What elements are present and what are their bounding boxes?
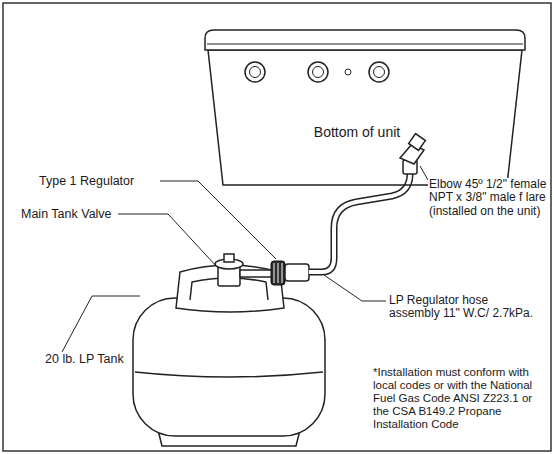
- tank-body: [133, 298, 325, 436]
- fitting-label: Elbow 45º 1/2" female NPT x 3/8" male f …: [428, 178, 548, 218]
- knob-center: [313, 67, 324, 78]
- valve-stem: [224, 254, 234, 262]
- part-label: Type 1 Regulator: [38, 174, 135, 188]
- control-knob: [369, 62, 389, 82]
- igniter-dot: [345, 69, 351, 75]
- regulator-nut: [271, 261, 285, 285]
- unit-housing: Bottom of unit: [207, 50, 523, 186]
- tank-collar: [176, 265, 284, 312]
- knob-center: [250, 67, 261, 78]
- valve-outlet: [240, 270, 272, 277]
- part-label: Main Tank Valve: [20, 207, 113, 221]
- unit-outline-svg: [207, 50, 523, 186]
- unit-body: [208, 50, 522, 185]
- control-knob: [308, 62, 328, 82]
- knob-center: [374, 67, 385, 78]
- installation-note: *Installation must conform with local co…: [372, 366, 546, 430]
- unit-rim: [205, 30, 525, 50]
- control-knob: [245, 62, 265, 82]
- leader-lines: [62, 166, 428, 352]
- part-label: 20 lb. LP Tank: [44, 352, 125, 366]
- frame: [3, 3, 551, 451]
- lp-tank: [133, 254, 325, 446]
- hose: [309, 174, 410, 272]
- tank-seam: [135, 372, 323, 377]
- rim-line: [207, 44, 523, 45]
- hose-label: LP Regulator hose assembly 11" W.C/ 2.7k…: [388, 294, 540, 321]
- regulator-body: [285, 264, 309, 281]
- hose-inner: [309, 174, 410, 272]
- unit-label: Bottom of unit: [314, 124, 400, 140]
